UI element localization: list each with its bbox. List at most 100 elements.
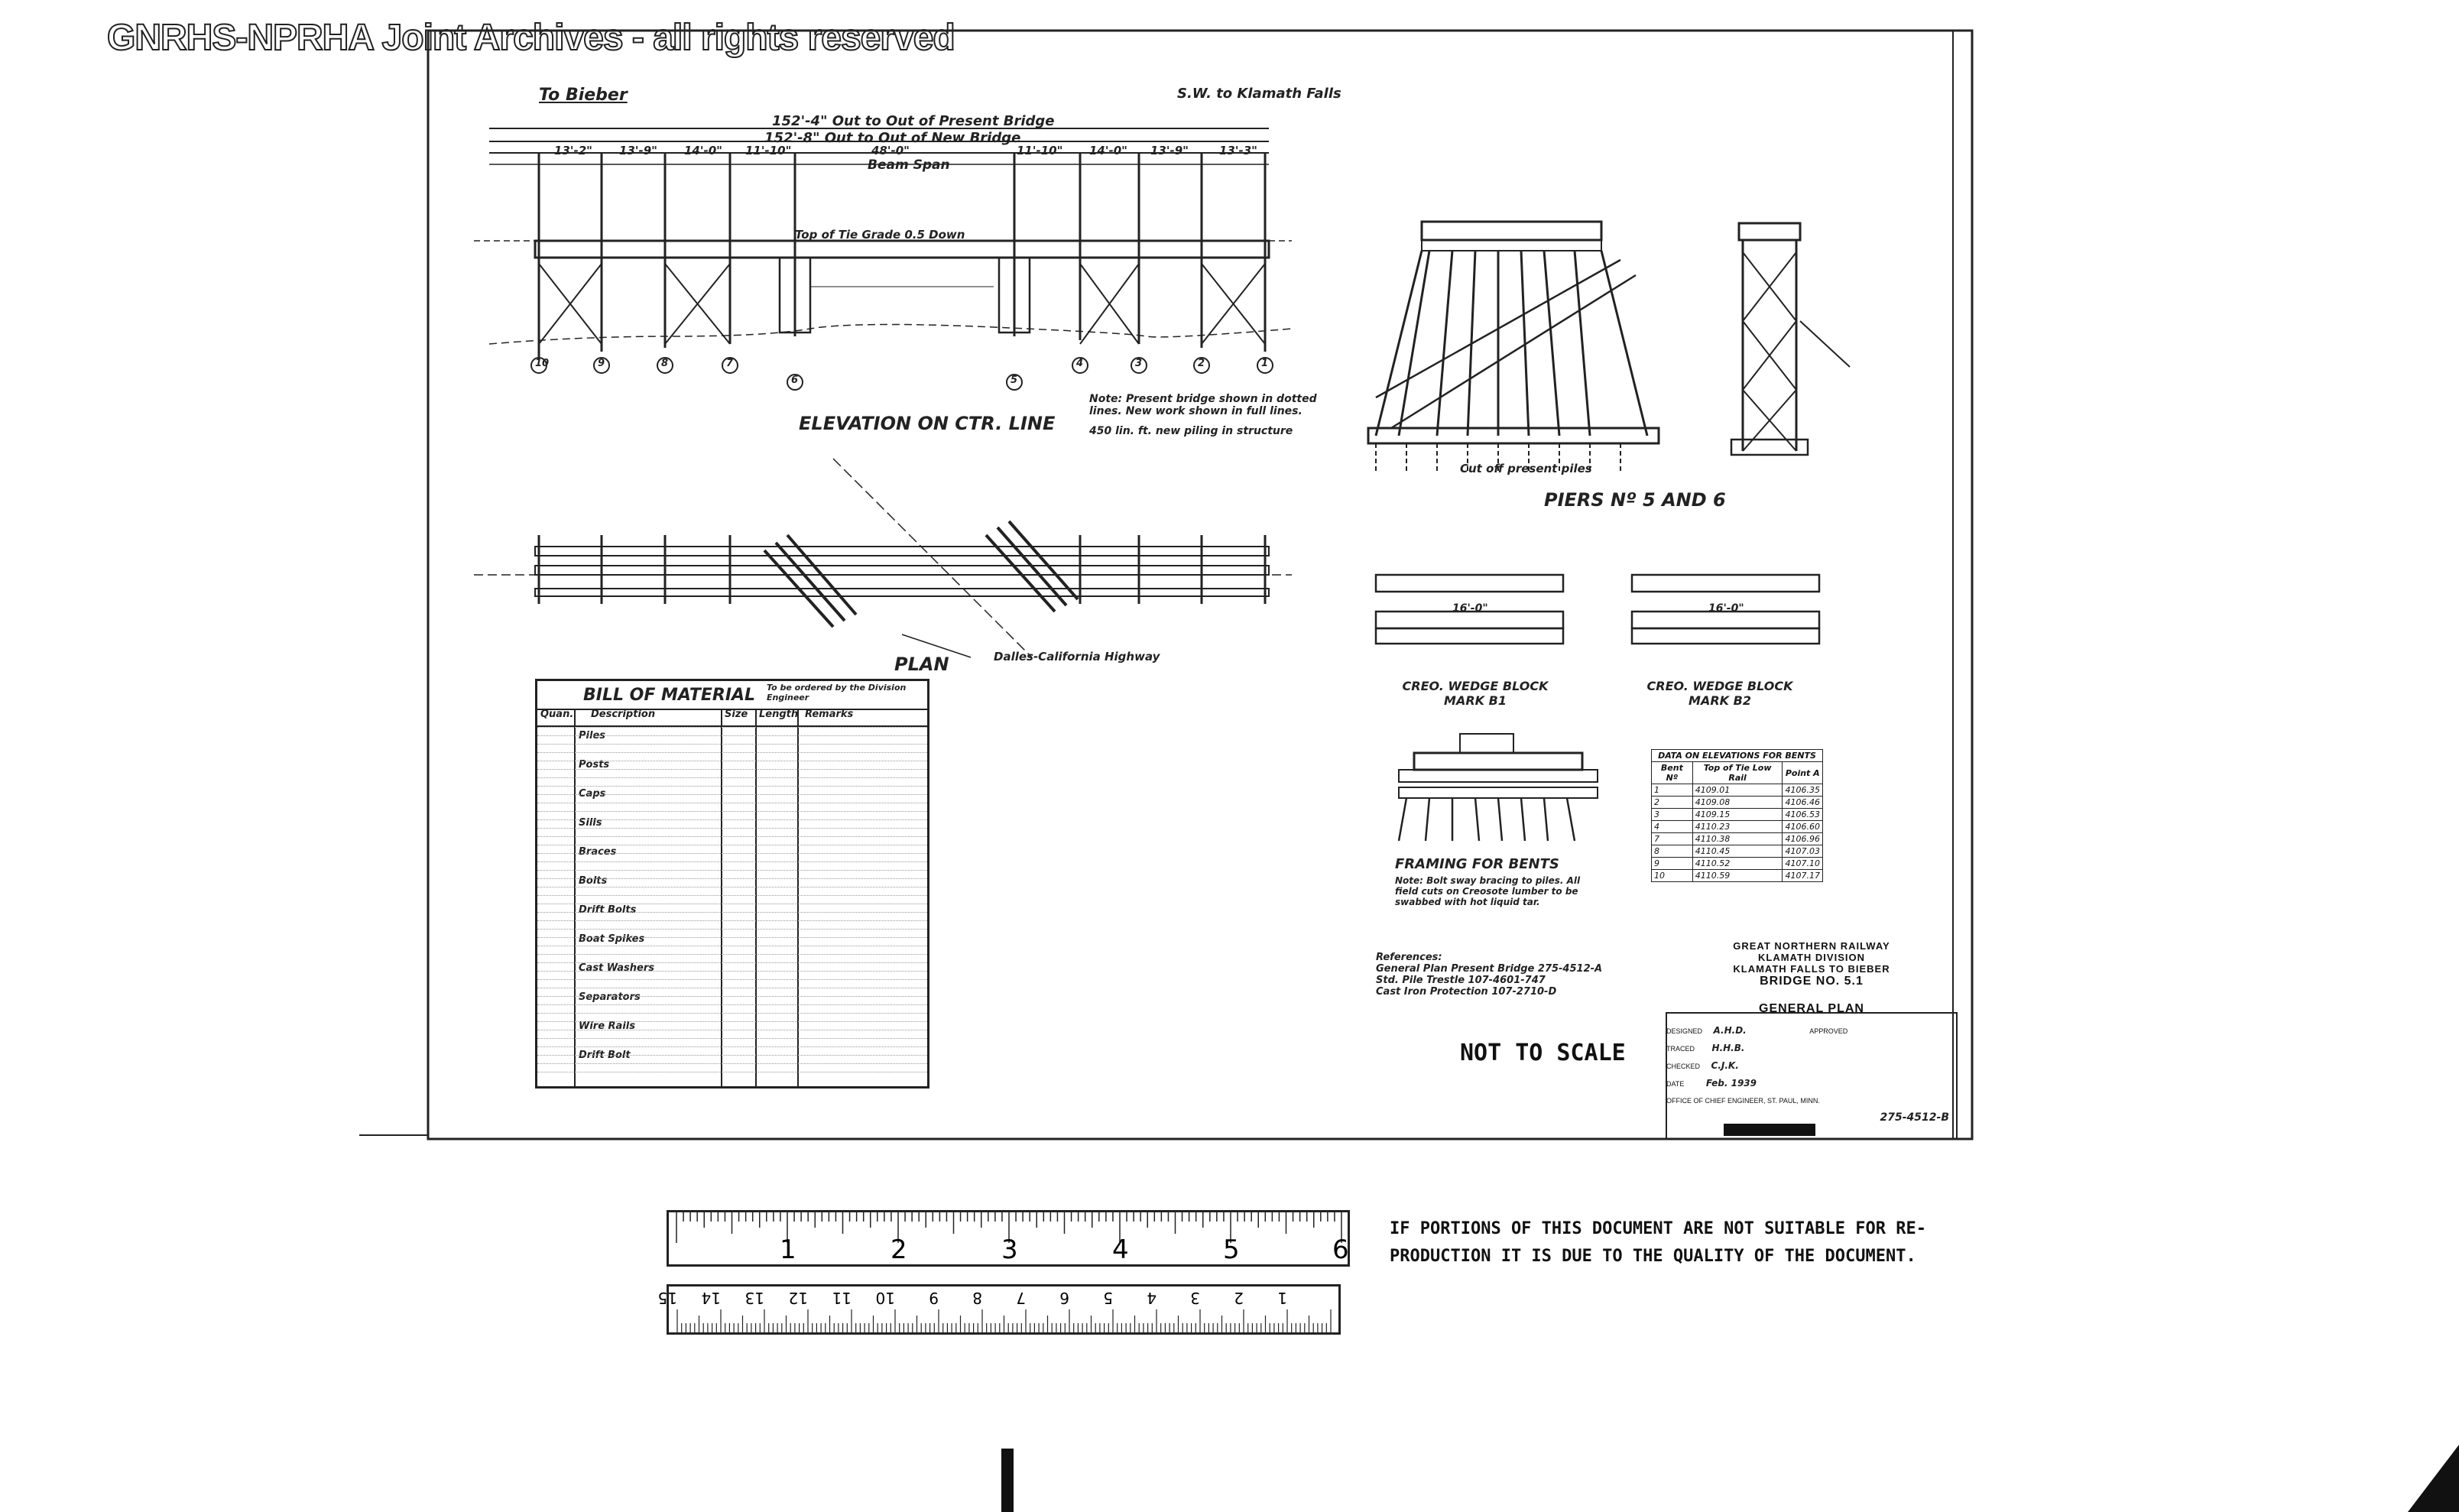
- bom-item: Posts: [579, 759, 610, 771]
- bom-rule: [537, 836, 927, 837]
- bom-item: Cast Washers: [579, 962, 654, 974]
- top-of-tie-label: Top of Tie Grade 0.5 Down: [795, 228, 965, 242]
- elevation-cell: 4106.53: [1782, 808, 1823, 821]
- bom-rule: [537, 819, 927, 820]
- bent-number: 8: [661, 358, 669, 369]
- piling-note: 450 lin. ft. new piling in structure: [1089, 425, 1293, 437]
- elevation-cell: 4106.96: [1782, 832, 1823, 845]
- elevation-cell: 4106.60: [1782, 820, 1823, 833]
- bent-number: 4: [1076, 358, 1084, 369]
- office-line: OFFICE OF CHIEF ENGINEER, ST. PAUL, MINN…: [1666, 1097, 1820, 1105]
- wedge-block-b2-title: CREO. WEDGE BLOCK MARK B2: [1646, 679, 1793, 708]
- designed-value: A.H.D.: [1713, 1025, 1747, 1036]
- ruler-cm-label: 15: [658, 1289, 677, 1307]
- bom-rule: [537, 962, 927, 963]
- bent-number: 7: [726, 358, 734, 369]
- bom-rule: [537, 979, 927, 980]
- bom-rule: [537, 735, 927, 736]
- ruler-cm-label: 11: [832, 1289, 852, 1307]
- not-to-scale-stamp: NOT TO SCALE: [1460, 1040, 1626, 1066]
- ruler-cm-label: 6: [1059, 1289, 1069, 1307]
- bom-title: BILL OF MATERIAL: [583, 686, 756, 705]
- span-dimension: 14'-0": [684, 144, 722, 157]
- reference-line: General Plan Present Bridge 275-4512-A: [1376, 963, 1603, 975]
- bom-subtitle: To be ordered by the Division Engineer: [767, 683, 907, 702]
- elevation-cell: 4107.10: [1782, 857, 1823, 870]
- framing-for-bents-view: [1397, 733, 1598, 842]
- elevation-cell: 4106.46: [1782, 796, 1823, 809]
- ruler-cm-label: 8: [972, 1289, 982, 1307]
- archive-watermark: GNRHS-NPRHA Joint Archives - all rights …: [106, 17, 956, 59]
- bom-rule: [537, 920, 927, 921]
- checked-label: CHECKED: [1666, 1063, 1701, 1070]
- bom-rule: [537, 727, 927, 728]
- ruler-cm-label: 13: [745, 1289, 764, 1307]
- bom-rule: [537, 895, 927, 896]
- bom-rule: [537, 752, 927, 753]
- beam-span-label: Beam Span: [868, 157, 950, 173]
- bom-rule: [537, 937, 927, 938]
- elevation-cell: 4110.45: [1692, 845, 1783, 858]
- elevation-title: ELEVATION ON CTR. LINE: [799, 413, 1056, 434]
- ruler-cm-label: 12: [789, 1289, 808, 1307]
- bill-of-material: BILL OF MATERIAL To be ordered by the Di…: [535, 679, 929, 1089]
- bom-rule: [537, 878, 927, 879]
- span-dimension: 48'-0": [871, 144, 910, 157]
- ruler-inch-label: 5: [1223, 1235, 1240, 1265]
- elevation-cell: 8: [1651, 845, 1693, 858]
- ruler-cm-label: 2: [1234, 1289, 1244, 1307]
- bom-item: Drift Bolts: [579, 904, 637, 916]
- bom-rule: [537, 853, 927, 854]
- bom-rule: [537, 769, 927, 770]
- elevation-cell: 4107.17: [1782, 869, 1823, 882]
- reproduction-notice: IF PORTIONS OF THIS DOCUMENT ARE NOT SUI…: [1390, 1215, 1926, 1270]
- framing-note: Note: Bolt sway bracing to piles. All fi…: [1395, 875, 1581, 907]
- scan-mark: [1001, 1449, 1014, 1512]
- bom-item: Bolts: [579, 875, 608, 887]
- highway-label: Dalles-California Highway: [994, 650, 1160, 664]
- approved-label: APPROVED: [1809, 1027, 1848, 1035]
- bom-rule: [537, 1038, 927, 1039]
- bent-number: 1: [1261, 358, 1269, 369]
- elev-col-bent: Bent Nº: [1651, 761, 1693, 784]
- elevation-cell: 4110.59: [1692, 869, 1783, 882]
- bom-item: Separators: [579, 991, 641, 1003]
- overall-present-dimension: 152'-4" Out to Out of Present Bridge: [772, 113, 1055, 129]
- cut-off-note: Cut off present piles: [1460, 462, 1592, 475]
- elevation-cell: 4: [1651, 820, 1693, 833]
- framing-title: FRAMING FOR BENTS: [1395, 856, 1559, 872]
- bom-rule: [537, 996, 927, 997]
- bom-col-length: Length: [759, 709, 799, 720]
- elevation-cell: 4110.38: [1692, 832, 1783, 845]
- bom-item: Wire Rails: [579, 1020, 635, 1032]
- bom-rule: [537, 1063, 927, 1064]
- plan-title: PLAN: [894, 654, 949, 675]
- drawing-number: 275-4512-B: [1880, 1111, 1949, 1124]
- references: References: General Plan Present Bridge …: [1376, 952, 1602, 998]
- ruler-cm-label: 3: [1190, 1289, 1200, 1307]
- elevation-cell: 10: [1651, 869, 1693, 882]
- bom-rule: [537, 794, 927, 795]
- elevations-table: DATA ON ELEVATIONS FOR BENTS Bent Nº Top…: [1651, 749, 1823, 882]
- bom-rule: [537, 971, 927, 972]
- traced-value: H.H.B.: [1711, 1043, 1745, 1053]
- elevation-cell: 4109.15: [1692, 808, 1783, 821]
- title-block-frame: [1666, 1012, 1958, 1140]
- ruler-cm-label: 5: [1103, 1289, 1113, 1307]
- elevation-cell: 9: [1651, 857, 1693, 870]
- reference-line: Std. Pile Trestle 107-4601-747: [1376, 975, 1546, 986]
- bom-rule: [537, 954, 927, 955]
- ruler-cm-label: 4: [1147, 1289, 1157, 1307]
- ruler-inch-label: 2: [890, 1235, 907, 1265]
- designed-label: DESIGNED: [1666, 1027, 1703, 1035]
- bom-rule: [537, 912, 927, 913]
- bom-item: Braces: [579, 846, 617, 858]
- bom-rule: [537, 1021, 927, 1022]
- elevation-cell: 4109.08: [1692, 796, 1783, 809]
- bom-rule: [537, 1046, 927, 1047]
- reference-line: Cast Iron Protection 107-2710-D: [1376, 986, 1557, 998]
